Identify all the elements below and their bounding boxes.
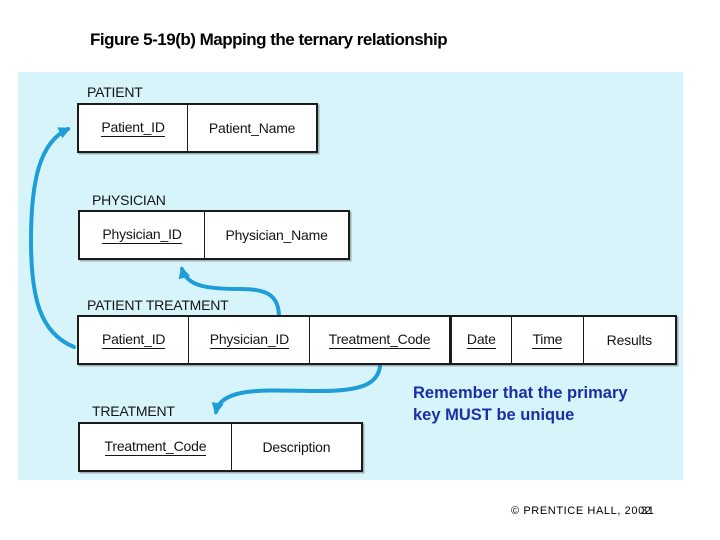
attribute-cell: Physician_ID bbox=[189, 317, 311, 363]
slide-title: Figure 5-19(b) Mapping the ternary relat… bbox=[90, 30, 448, 49]
entity-label-patient-treatment: PATIENT TREATMENT bbox=[87, 297, 229, 313]
attribute-label: Patient_ID bbox=[101, 331, 166, 349]
entity-label-patient: PATIENT bbox=[87, 84, 143, 100]
attribute-label: Results bbox=[606, 332, 652, 348]
entity-treatment: Treatment_Code Description bbox=[78, 422, 363, 472]
attribute-label: Physician_ID bbox=[102, 226, 182, 244]
entity-label-treatment: TREATMENT bbox=[92, 403, 175, 419]
attribute-label: Patient_ID bbox=[101, 119, 165, 137]
attribute-label: Patient_Name bbox=[208, 120, 296, 136]
attribute-label: Physician_Name bbox=[225, 227, 328, 243]
attribute-cell: Patient_Name bbox=[188, 105, 316, 151]
entity-label-physician: PHYSICIAN bbox=[92, 192, 166, 208]
attribute-label: Description bbox=[262, 439, 331, 455]
attribute-label: Date bbox=[466, 331, 496, 349]
attribute-cell: Patient_ID bbox=[79, 105, 189, 151]
note-line-2: key MUST be unique bbox=[413, 406, 575, 424]
attribute-label: Time bbox=[532, 331, 563, 349]
attribute-cell: Treatment_Code bbox=[80, 424, 232, 470]
footer-copyright: © PRENTICE HALL, 2002 bbox=[511, 505, 652, 517]
page-number: 31 bbox=[641, 505, 655, 517]
attribute-cell: Results bbox=[584, 317, 675, 363]
attribute-label: Treatment_Code bbox=[104, 438, 207, 456]
note-line-1: Remember that the primary bbox=[413, 384, 628, 402]
attribute-cell: Physician_ID bbox=[80, 212, 206, 258]
attribute-cell: Treatment_Code bbox=[310, 317, 452, 363]
attribute-cell: Physician_Name bbox=[205, 212, 348, 258]
attribute-cell: Time bbox=[512, 317, 584, 363]
entity-patient: Patient_ID Patient_Name bbox=[77, 103, 318, 153]
attribute-label: Physician_ID bbox=[209, 331, 290, 349]
attribute-cell: Patient_ID bbox=[79, 317, 190, 363]
attribute-cell: Date bbox=[452, 317, 513, 363]
primary-key-note: Remember that the primary key MUST be un… bbox=[413, 382, 673, 426]
entity-physician: Physician_ID Physician_Name bbox=[78, 210, 350, 260]
entity-patient-treatment: Patient_ID Physician_ID Treatment_Code D… bbox=[77, 315, 677, 365]
attribute-label: Treatment_Code bbox=[328, 331, 431, 349]
attribute-cell: Description bbox=[232, 424, 361, 470]
